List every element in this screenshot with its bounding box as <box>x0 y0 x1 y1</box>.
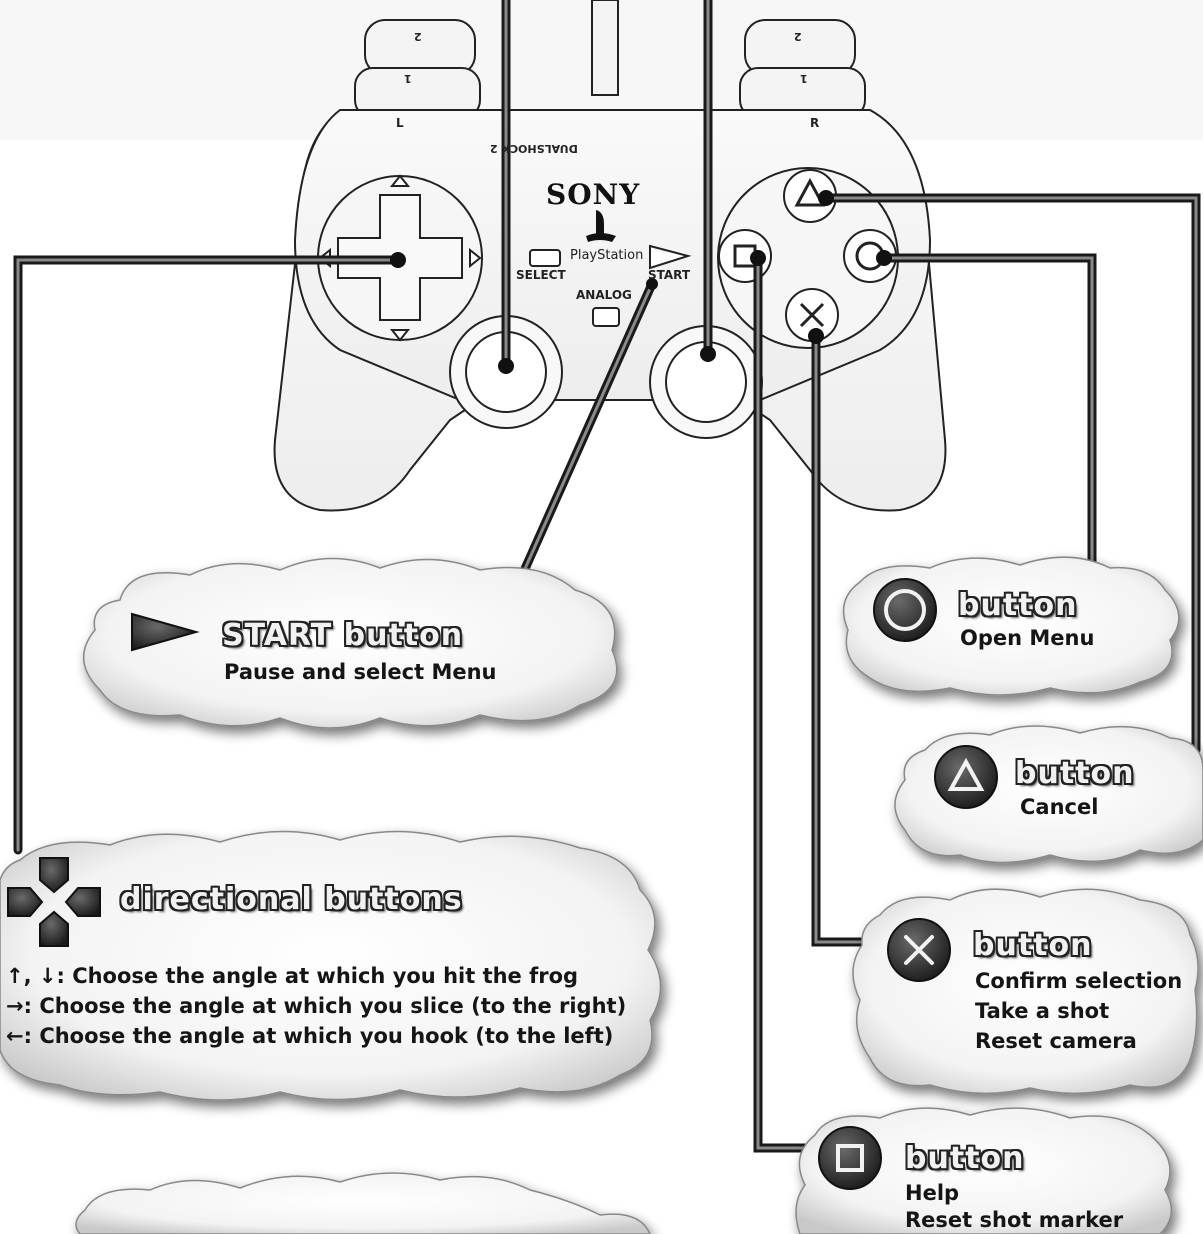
square-cloud-line: Reset shot marker <box>905 1205 1123 1234</box>
r2-label: 2 <box>794 30 802 43</box>
start-label: START <box>648 268 690 282</box>
triangle-cloud-title: button <box>1015 756 1134 791</box>
triangle-button-icon <box>935 746 997 808</box>
controller-model: DUALSHOCK 2 <box>490 142 578 155</box>
l2-label: 2 <box>414 30 422 43</box>
dpad-line-text: : Choose the angle at which you hit the … <box>56 964 578 988</box>
dpad-line-up-down: ↑, ↓: Choose the angle at which you hit … <box>6 961 578 991</box>
dpad-line-text: : Choose the angle at which you slice (t… <box>24 994 627 1018</box>
square-cloud-line: Help <box>905 1178 959 1208</box>
circle-cloud-title: button <box>958 588 1077 623</box>
cross-cloud-line: Take a shot <box>975 996 1109 1026</box>
triangle-cloud-desc: Cancel <box>1020 792 1098 822</box>
up-down-arrow-icon: ↑, ↓ <box>6 964 56 988</box>
r-label: R <box>810 116 819 130</box>
dpad-cloud-title: directional buttons <box>120 882 463 917</box>
bottom-cloud-shape <box>76 1173 650 1234</box>
dpad-line-text: : Choose the angle at which you hook (to… <box>24 1024 614 1048</box>
cross-cloud-title: button <box>973 928 1092 963</box>
cross-cloud-line: Confirm selection <box>975 966 1182 996</box>
start-cloud-desc: Pause and select Menu <box>224 657 497 687</box>
circle-button-icon <box>874 579 936 641</box>
cross-cloud-line: Reset camera <box>975 1026 1137 1056</box>
cross-button-icon <box>888 919 950 981</box>
l1-label: 1 <box>404 72 412 85</box>
select-label: SELECT <box>516 268 566 282</box>
controller-platform: PlayStation <box>570 248 643 263</box>
start-cloud-title: START button <box>222 618 463 653</box>
circle-cloud-desc: Open Menu <box>960 623 1094 653</box>
r1-label: 1 <box>800 72 808 85</box>
left-arrow-icon: ← <box>6 1024 24 1048</box>
dpad-line-right: →: Choose the angle at which you slice (… <box>6 991 626 1021</box>
right-arrow-icon: → <box>6 994 24 1018</box>
controller-brand: SONY <box>546 178 640 211</box>
square-button-icon <box>819 1127 881 1189</box>
dpad-line-left: ←: Choose the angle at which you hook (t… <box>6 1021 613 1051</box>
l-label: L <box>396 116 404 130</box>
square-cloud-title: button <box>905 1141 1024 1176</box>
analog-label: ANALOG <box>576 288 632 302</box>
